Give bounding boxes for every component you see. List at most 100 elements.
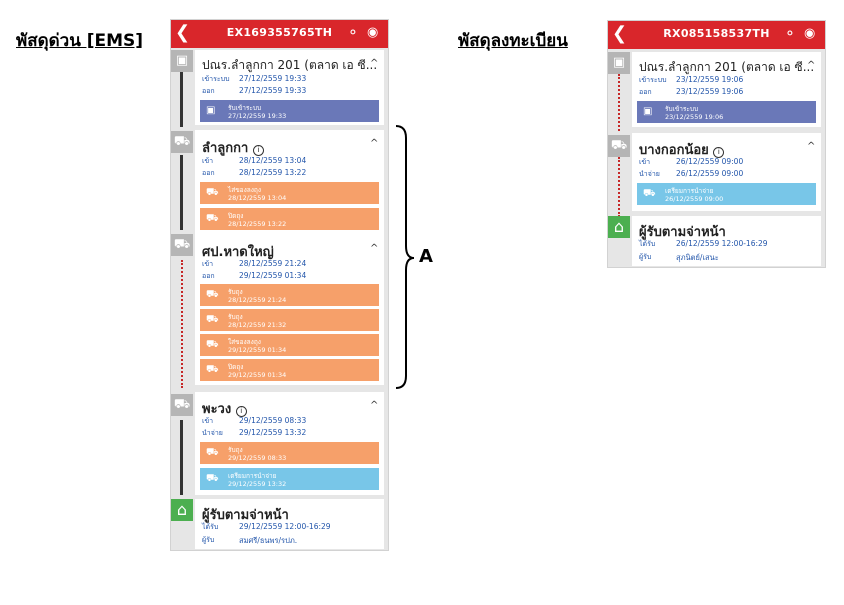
parcel-box-icon: ▣ (206, 105, 216, 116)
chevron-left-icon[interactable]: ❮ (612, 23, 628, 44)
event-name: เตรียมการนำจ่าย (665, 187, 714, 195)
row-value: 28/12/2559 13:04 (239, 156, 307, 165)
station-card[interactable]: ปณร.ลำลูกกา 201 (ตลาด เอ ซี... ^ เข้าระบ… (195, 50, 384, 125)
truck-icon: ⛟ (206, 339, 219, 350)
chevron-up-icon[interactable]: ^ (370, 400, 379, 411)
truck-icon: ⛟ (206, 187, 219, 198)
event-item: ⛟ รับถุง 28/12/2559 21:24 (200, 284, 379, 306)
registered-tracking-screen: ❮ RX085158537TH ⚬ ◉ ▣ ปณร.ลำลูกกา 201 (ต… (607, 20, 826, 268)
event-time: 29/12/2559 13:32 (228, 480, 287, 488)
truck-icon: ⛟ (206, 314, 219, 325)
station-name: บางกอกน้อย (639, 143, 709, 158)
row-label: ออก (202, 272, 215, 280)
event-name: ใส่ของลงถุง (228, 338, 261, 346)
event-time: 29/12/2559 08:33 (228, 454, 287, 462)
row-value: 29/12/2559 01:34 (239, 271, 307, 280)
station-card[interactable]: พะวง i ^ เข้า 29/12/2559 08:33 นำจ่าย 29… (195, 392, 384, 495)
receiver-card[interactable]: ผู้รับตามจ่าหน้า ได้รับ 26/12/2559 12:00… (632, 216, 821, 266)
event-item: ⛟ รับถุง 28/12/2559 21:32 (200, 309, 379, 331)
event-name: ปิดถุง (228, 212, 244, 220)
event-time: 28/12/2559 21:32 (228, 321, 287, 329)
station-title: ปณร.ลำลูกกา 201 (ตลาด เอ ซี... (202, 58, 378, 72)
chevron-up-icon[interactable]: ^ (370, 138, 379, 149)
station-card[interactable]: บางกอกน้อย i ^ เข้า 26/12/2559 09:00 นำจ… (632, 133, 821, 211)
share-icon[interactable]: ⚬ (784, 26, 796, 42)
row-value: 27/12/2559 19:33 (239, 86, 307, 95)
location-pin-icon[interactable]: ◉ (804, 26, 816, 41)
station-title: พะวง i (202, 398, 247, 419)
event-time: 28/12/2559 13:22 (228, 220, 287, 228)
row-label: ได้รับ (202, 523, 219, 531)
app-header: ❮ EX169355765TH ⚬ ◉ (171, 20, 388, 48)
row-label: ออก (202, 169, 215, 177)
timeline-line (180, 72, 183, 127)
truck-icon: ⛟ (206, 364, 219, 375)
chevron-up-icon[interactable]: ^ (370, 58, 379, 69)
station-card[interactable]: ลำลูกกา i ^ เข้า 28/12/2559 13:04 ออก 28… (195, 130, 384, 236)
row-label: ได้รับ (639, 240, 656, 248)
receiver-title: ผู้รับตามจ่าหน้า (202, 508, 289, 523)
event-name: ไส่ของลงถุง (228, 186, 262, 194)
row-value: 29/12/2559 13:32 (239, 428, 307, 437)
bracket-label: A (419, 246, 433, 267)
event-name: รับถุง (228, 288, 243, 296)
scooter-icon: ⛟ (643, 188, 656, 199)
chevron-left-icon[interactable]: ❮ (175, 22, 191, 43)
event-name: รับเข้าระบบ (665, 105, 699, 113)
row-label: เข้าระบบ (202, 75, 230, 83)
location-pin-icon[interactable]: ◉ (367, 25, 379, 40)
registered-caption: พัสดุลงทะเบียน (458, 31, 568, 51)
station-card[interactable]: ปณร.ลำลูกกา 201 (ตลาด เอ ซี... ^ เข้าระบ… (632, 52, 821, 127)
home-icon: ⌂ (171, 499, 193, 521)
event-time: 28/12/2559 13:04 (228, 194, 287, 202)
event-name: ปิดถุง (228, 363, 244, 371)
row-label: เข้า (202, 157, 214, 165)
info-icon[interactable]: i (713, 147, 725, 158)
receiver-card[interactable]: ผู้รับตามจ่าหน้า ได้รับ 29/12/2559 12:00… (195, 499, 384, 549)
row-label: ผู้รับ (202, 536, 215, 544)
event-item: ⛟ รับถุง 29/12/2559 08:33 (200, 442, 379, 464)
row-value: 26/12/2559 12:00-16:29 (676, 239, 768, 248)
scooter-icon: ⛟ (206, 473, 219, 484)
station-name: พะวง (202, 402, 232, 417)
station-name: ลำลูกกา (202, 141, 249, 156)
station-card[interactable]: ศป.หาดใหญ่ ^ เข้า 28/12/2559 21:24 ออก 2… (195, 235, 384, 385)
event-time: 26/12/2559 09:00 (665, 195, 724, 203)
timeline-dotted-line (618, 74, 620, 131)
event-time: 27/12/2559 19:33 (228, 112, 287, 120)
truck-icon: ⛟ (206, 289, 219, 300)
row-label: เข้าระบบ (639, 76, 667, 84)
row-label: เข้า (639, 158, 651, 166)
row-label: ผู้รับ (639, 253, 652, 261)
info-icon[interactable]: i (252, 145, 264, 156)
event-item: ⛟ ปิดถุง 28/12/2559 13:22 (200, 208, 379, 230)
ems-tracking-screen: ❮ EX169355765TH ⚬ ◉ ▣ ปณร.ลำลูกกา 201 (ต… (170, 19, 389, 551)
row-value: 28/12/2559 21:24 (239, 259, 307, 268)
station-title: บางกอกน้อย i (639, 139, 725, 160)
row-label: เข้า (202, 260, 214, 268)
event-time: 29/12/2559 01:34 (228, 371, 287, 379)
row-label: นำจ่าย (639, 170, 660, 178)
app-header: ❮ RX085158537TH ⚬ ◉ (608, 21, 825, 49)
row-label: ออก (202, 87, 215, 95)
truck-icon: ⛟ (171, 131, 193, 153)
event-name: รับถุง (228, 313, 243, 321)
event-item: ⛟ ใส่ของลงถุง 29/12/2559 01:34 (200, 334, 379, 356)
event-name: รับเข้าระบบ (228, 104, 262, 112)
event-name: เตรียมการนำจ่าย (228, 472, 277, 480)
timeline-dotted-line (181, 260, 183, 388)
scooter-icon: ⛟ (171, 394, 193, 416)
truck-icon: ⛟ (206, 213, 219, 224)
info-icon[interactable]: i (235, 406, 247, 417)
share-icon[interactable]: ⚬ (347, 25, 359, 41)
parcel-box-icon: ▣ (608, 52, 630, 74)
bracket (395, 125, 415, 389)
event-time: 23/12/2559 19:06 (665, 113, 724, 121)
timeline-line (180, 420, 183, 495)
event-item: ⛟ ปิดถุง 29/12/2559 01:34 (200, 359, 379, 381)
scooter-icon: ⛟ (608, 135, 630, 157)
truck-icon: ⛟ (206, 447, 219, 458)
chevron-up-icon[interactable]: ^ (370, 243, 379, 254)
chevron-up-icon[interactable]: ^ (807, 141, 816, 152)
chevron-up-icon[interactable]: ^ (807, 60, 816, 71)
